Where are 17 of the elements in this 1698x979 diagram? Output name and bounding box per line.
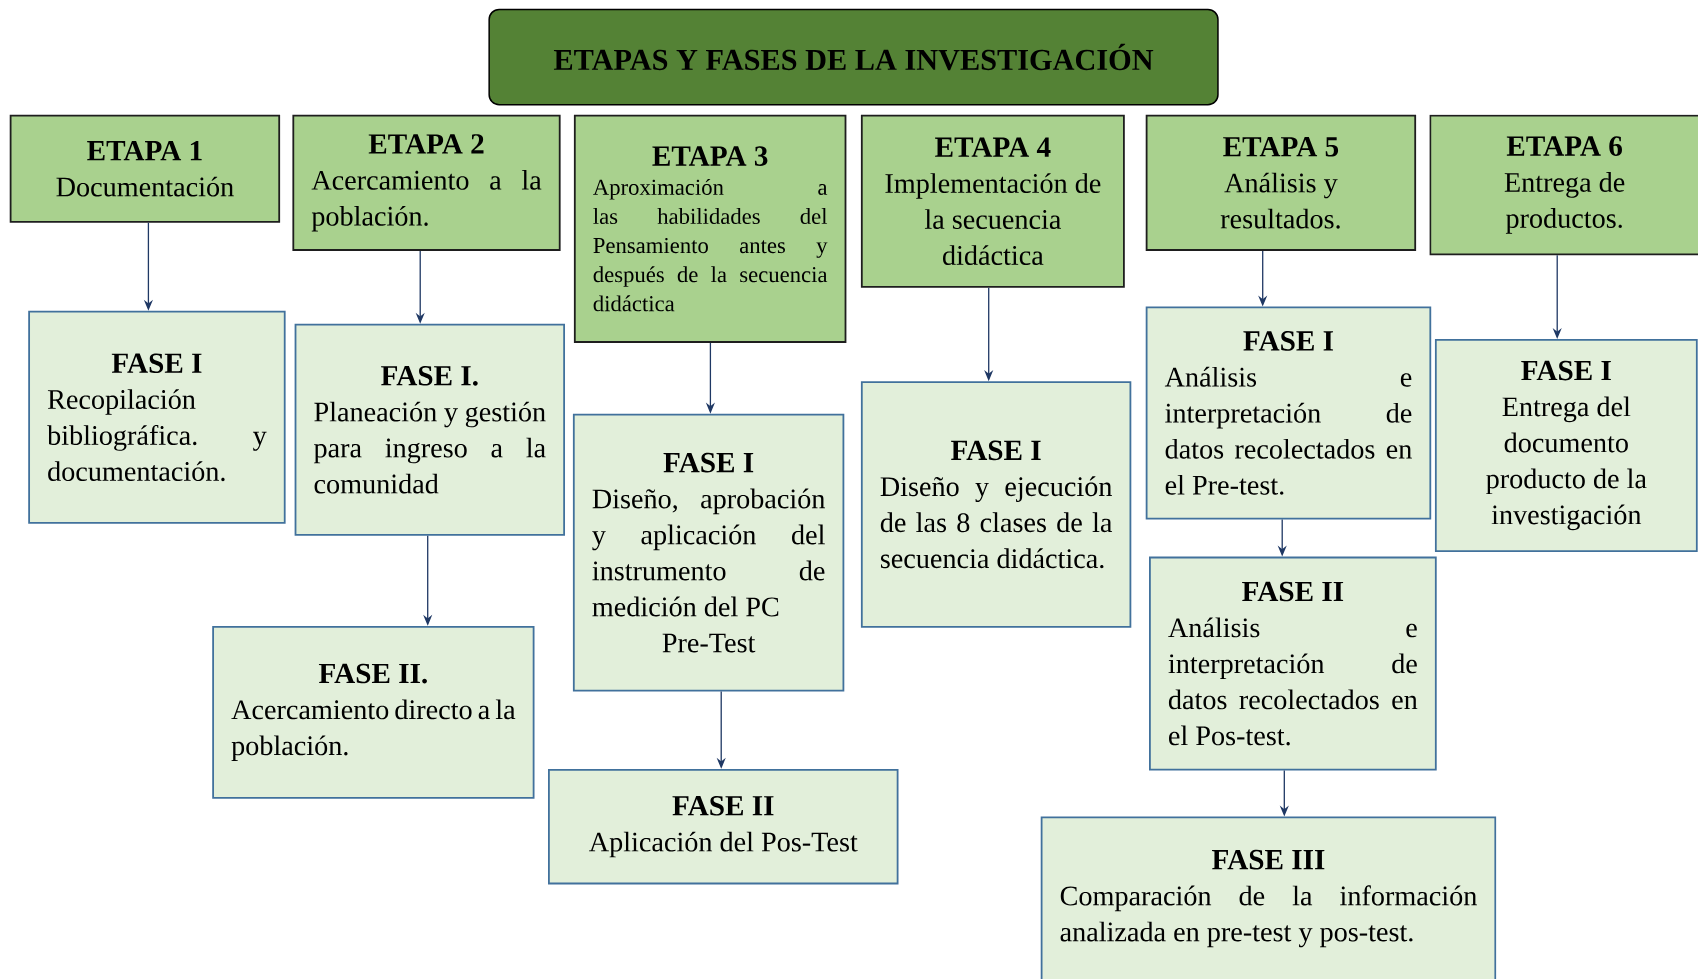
stage-box: ETAPA 3 Aproximación a las habilidades del Pensamiento antes y después de la secuencia didáctica xyxy=(573,114,847,343)
stage-box: ETAPA 4 Implementación de la secuencia didáctica xyxy=(860,114,1125,288)
stage-box: ETAPA 2 Acercamiento a la población. xyxy=(292,114,561,251)
title-banner: ETAPAS Y FASES DE LA INVESTIGACIÓN xyxy=(488,8,1219,106)
phase-box: FASE I Recopilación bibliográfica. y documentación. xyxy=(28,310,286,524)
phase-box: FASE II. Acercamiento directo a la población. xyxy=(212,625,535,799)
phase-box: FASE II Análisis e interpretación de datos recolectados en el Pos-test. xyxy=(1149,556,1437,771)
phase-box: FASE I Análisis e interpretación de datos recolectados en el Pre-test. xyxy=(1145,306,1432,520)
phase-box: FASE I. Planeación y gestión para ingreso a la comunidad xyxy=(294,323,565,536)
phase-box: FASE II Aplicación del Pos-Test xyxy=(548,768,899,885)
phase-box: FASE I Diseño, aprobación y aplicación del instrumento de medición del PC Pre-Test xyxy=(572,413,845,692)
phase-box: FASE I Diseño y ejecución de las 8 clases de la secuencia didáctica. xyxy=(860,381,1132,628)
stage-box: ETAPA 1 Documentación xyxy=(9,114,281,223)
stage-box: ETAPA 5 Análisis y resultados. xyxy=(1145,114,1417,251)
stage-box: ETAPA 6 Entrega de productos. xyxy=(1429,114,1698,256)
phase-box: FASE III Comparación de la información analizada en pre-test y pos-test. xyxy=(1040,816,1497,979)
phase-box: FASE I Entrega del documento producto de la investigación xyxy=(1434,339,1698,552)
